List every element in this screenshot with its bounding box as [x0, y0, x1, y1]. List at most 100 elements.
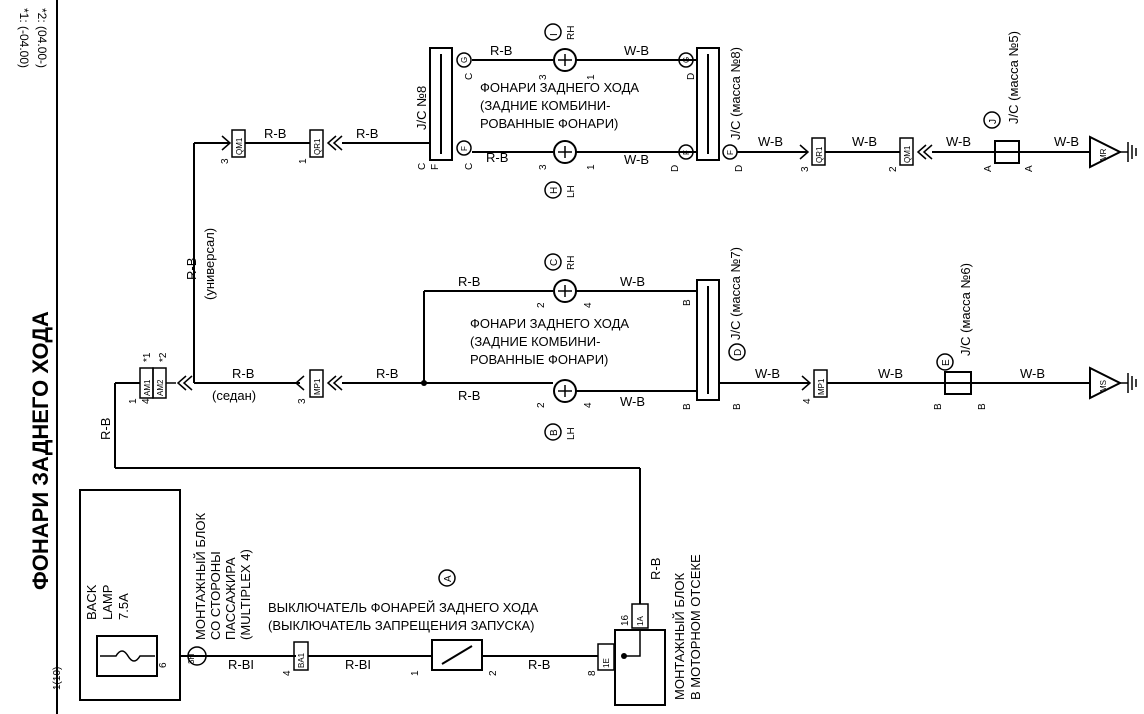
lamp-upper-lh-pin-r: 1	[586, 164, 597, 170]
wire-label-rb-sedan: R-B	[232, 366, 254, 381]
jc6-box	[944, 371, 972, 395]
wire-label-sedan: (седан)	[212, 388, 256, 403]
wire-label-rb-mid: R-B	[376, 366, 398, 381]
connector-mp1-box	[309, 369, 324, 398]
passenger-block-line1: МОНТАЖНЫЙ БЛОК	[193, 512, 208, 640]
wire-label-rbl-2: R-BI	[345, 657, 371, 672]
engine-internal-link	[624, 630, 641, 657]
jc8-pin-g: G	[460, 57, 469, 63]
lamp-upper-rh-filament	[558, 54, 572, 66]
qr1r-arrow-icon	[799, 144, 810, 160]
lamp-lower-lh-letter-circle	[544, 423, 562, 441]
passenger-block-line2: СО СТОРОНЫ	[208, 551, 223, 640]
jc7-pin-b-right: B	[732, 403, 743, 410]
wire-label-rb-upper-lh: R-B	[486, 150, 508, 165]
connector-3h: 3H	[187, 654, 196, 664]
lamp-upper-lh-side: LH	[566, 185, 577, 198]
jc8m-pin-d-left: D	[670, 165, 681, 172]
upper-lamps-desc1: ФОНАРИ ЗАДНЕГО ХОДА	[480, 80, 639, 95]
jc6-letter-circle	[936, 353, 954, 371]
ground-mr-label: MR	[1099, 148, 1108, 161]
jc8-label: J/C №8	[414, 86, 429, 130]
connector-qm1-right-box	[899, 137, 914, 166]
jc5-pin-a-right: A	[1024, 165, 1035, 172]
fuse-symbol-box	[96, 635, 158, 677]
upper-lamps-desc3: РОВАННЫЕ ФОНАРИ)	[480, 116, 618, 131]
switch-letter: A	[443, 575, 454, 582]
connector-mp1-right: MP1	[817, 378, 826, 395]
fuse-icon	[100, 650, 155, 662]
wire-label-rb-bottom: R-B	[528, 657, 550, 672]
jc8-pin-g-circle	[456, 52, 472, 68]
connector-qm1-pin: 3	[220, 158, 231, 164]
jc5-pin-a-left: A	[983, 165, 994, 172]
jc8-pin-c-right: C	[464, 163, 475, 170]
lamp-lower-rh-filament	[558, 285, 572, 297]
jc8m-pin-f: F	[682, 150, 691, 155]
wire-label-rbl-1: R-BI	[228, 657, 254, 672]
lamp-lower-lh-letter: B	[549, 429, 560, 436]
connector-qr1-right: QR1	[815, 146, 824, 163]
jc8m-pin-f-circle	[678, 144, 694, 160]
fuse-box	[79, 489, 181, 701]
connector-qm1-right: QM1	[903, 145, 912, 163]
lamp-upper-rh-pin-r: 1	[586, 74, 597, 80]
lamp-upper-lh-letter-circle	[544, 181, 562, 199]
ground-mr-icon	[1120, 142, 1137, 162]
lamp-lower-rh-side: RH	[566, 256, 577, 270]
wire-label-rb-rh: R-B	[458, 274, 480, 289]
wire-label-wb-upper-lh: W-B	[624, 152, 649, 167]
fuse-name2: LAMP	[100, 585, 115, 620]
wire-label-wb-jc8: W-B	[758, 134, 783, 149]
connector-1e-box	[597, 643, 615, 671]
am-pin2: 4	[141, 398, 152, 404]
passenger-block-line4: (MULTIPLEX 4)	[238, 549, 253, 640]
note-2: *2: (04.00-)	[35, 8, 49, 68]
engine-pin-in: 8	[587, 670, 598, 676]
lamp-upper-rh-letter-circle	[544, 23, 562, 41]
wire-label-wb-mid: W-B	[852, 134, 877, 149]
ground-ms-triangle	[1089, 366, 1123, 400]
wire-label-wb-lower-rh: W-B	[620, 274, 645, 289]
connector-mp1-right-pin: 4	[802, 398, 813, 404]
wire-label-wb-lower-lh: W-B	[620, 394, 645, 409]
wire-label-rb-lh: R-B	[458, 388, 480, 403]
jc8m-pin-g-circle	[678, 52, 694, 68]
passenger-block-line3: ПАССАЖИРА	[223, 557, 238, 640]
engine-block-line2: В МОТОРНОМ ОТСЕКЕ	[688, 554, 703, 700]
lamp-upper-rh-pin-l: 3	[538, 74, 549, 80]
connector-ba1-pin: 4	[282, 670, 293, 676]
wire-label-wb-jc7: W-B	[755, 366, 780, 381]
lamp-lower-lh-filament	[558, 385, 572, 397]
jc8-pin-f-left: F	[430, 164, 441, 170]
jc8-pin-c-left: C	[417, 163, 428, 170]
jc7-pin-b-top: B	[682, 299, 693, 306]
ground-mr-triangle	[1089, 135, 1123, 169]
lamp-upper-rh-side: RH	[566, 26, 577, 40]
qr1-arrow-icon	[326, 135, 343, 151]
jc8-pin-f-circle	[456, 140, 472, 156]
switch-pin-out: 2	[488, 670, 499, 676]
wire-label-rb-trunk: R-B	[184, 258, 199, 280]
fuse-pin: 6	[158, 662, 169, 668]
mp1-arrow2-icon	[326, 375, 343, 391]
lower-lamps-desc1: ФОНАРИ ЗАДНЕГО ХОДА	[470, 316, 629, 331]
jc5-box	[994, 140, 1020, 164]
engine-junction-dot	[621, 653, 627, 659]
mp1-arrow-icon	[294, 375, 305, 391]
connector-am2: AM2	[156, 379, 165, 396]
ground-ms-icon	[1120, 373, 1137, 393]
jc6-pin-b-right: B	[977, 403, 988, 410]
upper-lamps-desc2: (ЗАДНИЕ КОМБИНИ-	[480, 98, 610, 113]
fuse-rating: 7.5A	[116, 593, 131, 620]
jc8-mass-label: J/C (масса №8)	[728, 47, 743, 140]
jc7-pin-b-left: B	[682, 403, 693, 410]
wire-label-wb-ms1: W-B	[878, 366, 903, 381]
connector-qr1-right-pin: 3	[800, 166, 811, 172]
note-1: *1: (-04.00)	[17, 8, 31, 68]
connector-1e: 1E	[602, 658, 611, 668]
wire-label-rb-engine: R-B	[648, 558, 663, 580]
qm1r-arrow-icon	[916, 144, 933, 160]
lamp-lower-rh-pin-r: 4	[583, 302, 594, 308]
lamp-upper-lh-pin-l: 3	[538, 164, 549, 170]
